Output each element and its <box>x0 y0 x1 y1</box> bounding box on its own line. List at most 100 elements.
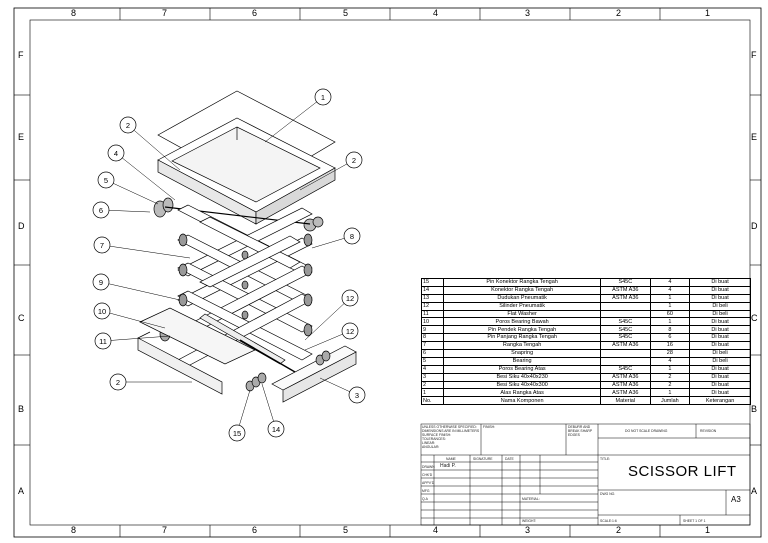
zone-row-label: F <box>751 50 757 60</box>
bom-cell-name: Nama Komponen <box>443 396 602 406</box>
bom-cell-name: Pin Konektor Rangka Tengah <box>443 278 602 287</box>
bom-cell-no: 6 <box>420 349 445 358</box>
bom-cell-material: S45C <box>600 364 651 374</box>
zone-ticks <box>14 8 761 537</box>
bom-cell-name: Poros Bearing Bawah <box>443 317 602 327</box>
zone-row-label: B <box>751 404 758 414</box>
bom-cell-material <box>600 349 651 358</box>
zone-col-label: 6 <box>252 8 258 18</box>
bom-cell-qty: 4 <box>649 285 691 295</box>
bom-cell-name: Konektor Rangka Tengah <box>443 285 602 295</box>
zone-col-label: 8 <box>71 8 77 18</box>
zone-col-label: 3 <box>525 8 531 18</box>
tb-note-line: UNLESS OTHERWISE SPECIFIED: <box>422 425 477 429</box>
balloon-label: 1 <box>321 93 325 102</box>
balloon-label: 15 <box>233 429 241 438</box>
balloon-label: 5 <box>104 176 108 185</box>
balloon-label: 2 <box>126 121 130 130</box>
tb-note-line: TOLERANCES: <box>422 437 446 441</box>
bom-cell-material <box>600 356 651 366</box>
balloon-labels: 1 2 2 4 5 6 7 8 9 10 11 12 12 2 3 15 14 <box>98 93 359 438</box>
bom-cell-note: Di buat <box>689 372 751 382</box>
bom-cell-note: Di buat <box>689 364 751 374</box>
bom-cell-material: ASTM A36 <box>600 341 651 351</box>
zone-col-label: 7 <box>162 525 168 535</box>
tb-deburr-line: EDGES <box>568 433 580 437</box>
leader-lines <box>100 96 358 434</box>
drawn-label: DRAWN <box>422 465 435 469</box>
zone-col-label: 2 <box>616 525 622 535</box>
balloon-label: 4 <box>114 149 118 158</box>
balloon-label: 3 <box>355 391 359 400</box>
bom-cell-material: ASTM A36 <box>600 293 651 303</box>
bom-cell-no: 14 <box>420 285 445 295</box>
balloon-label: 12 <box>346 294 354 303</box>
balloon-label: 11 <box>99 337 107 346</box>
bom-cell-no: 11 <box>420 309 445 319</box>
tb-deburr-line: BREAK SHARP <box>568 429 593 433</box>
bom-cell-no: 1 <box>420 388 445 398</box>
bom-cell-qty: 2 <box>649 372 691 382</box>
bom-cell-note: Di buat <box>689 278 751 287</box>
zone-row-label: E <box>751 132 758 142</box>
bom-cell-note: Di beli <box>689 301 751 311</box>
balloon-label: 8 <box>350 232 354 241</box>
bom-cell-material: S45C <box>600 278 651 287</box>
bom-cell-no: 7 <box>420 341 445 351</box>
bom-cell-name: Alas Rangka Atas <box>443 388 602 398</box>
tb-note-line: LINEAR: <box>422 441 436 445</box>
bom-cell-qty: 1 <box>649 364 691 374</box>
bom-cell-note: Di beli <box>689 309 751 319</box>
bom-cell-qty: 28 <box>649 349 691 358</box>
zone-col-label: 1 <box>705 8 711 18</box>
zone-col-label: 7 <box>162 8 168 18</box>
bom-cell-material: Material <box>600 396 651 406</box>
zone-row-label: F <box>18 50 24 60</box>
approved-label: APPV'D <box>422 481 435 485</box>
inner-border <box>29 19 751 526</box>
zone-row-label: C <box>751 313 758 323</box>
tb-note-line: SURFACE FINISH: <box>422 433 452 437</box>
bom-cell-note: Di buat <box>689 285 751 295</box>
mfg-label: MFG <box>422 489 430 493</box>
balloon-label: 9 <box>99 278 103 287</box>
bom-cell-name: Besi Siku 40x40x300 <box>443 380 602 390</box>
bom-cell-name: Bearing <box>443 356 602 366</box>
zone-row-label: A <box>751 486 758 496</box>
title-header: TITLE: <box>600 457 611 461</box>
zone-row-label: E <box>18 132 25 142</box>
deburr-note: DEBURR AND BREAK SHARP EDGES <box>568 425 592 437</box>
bom-cell-qty: 1 <box>649 293 691 303</box>
title-block-grid <box>420 423 751 526</box>
bom-cell-note: Keterangan <box>689 396 751 406</box>
bom-cell-no: 8 <box>420 333 445 343</box>
tb-note-line: DIMENSIONS ARE IN MILLIMETERS <box>422 429 480 433</box>
do-not-scale-label: DO NOT SCALE DRAWING <box>625 429 668 433</box>
zone-row-label: C <box>18 313 25 323</box>
name-header: NAME <box>446 457 456 461</box>
bom-cell-qty: 6 <box>649 333 691 343</box>
zone-row-label: D <box>751 221 758 231</box>
bom-cell-material <box>600 301 651 311</box>
bom-cell-no: 2 <box>420 380 445 390</box>
bom-cell-name: Besi Siku 40x40x230 <box>443 372 602 382</box>
bom-cell-note: Di buat <box>689 317 751 327</box>
tb-note-line: ANGULAR: <box>422 445 440 449</box>
zone-col-label: 8 <box>71 525 77 535</box>
bom-cell-name: Flat Washer <box>443 309 602 319</box>
